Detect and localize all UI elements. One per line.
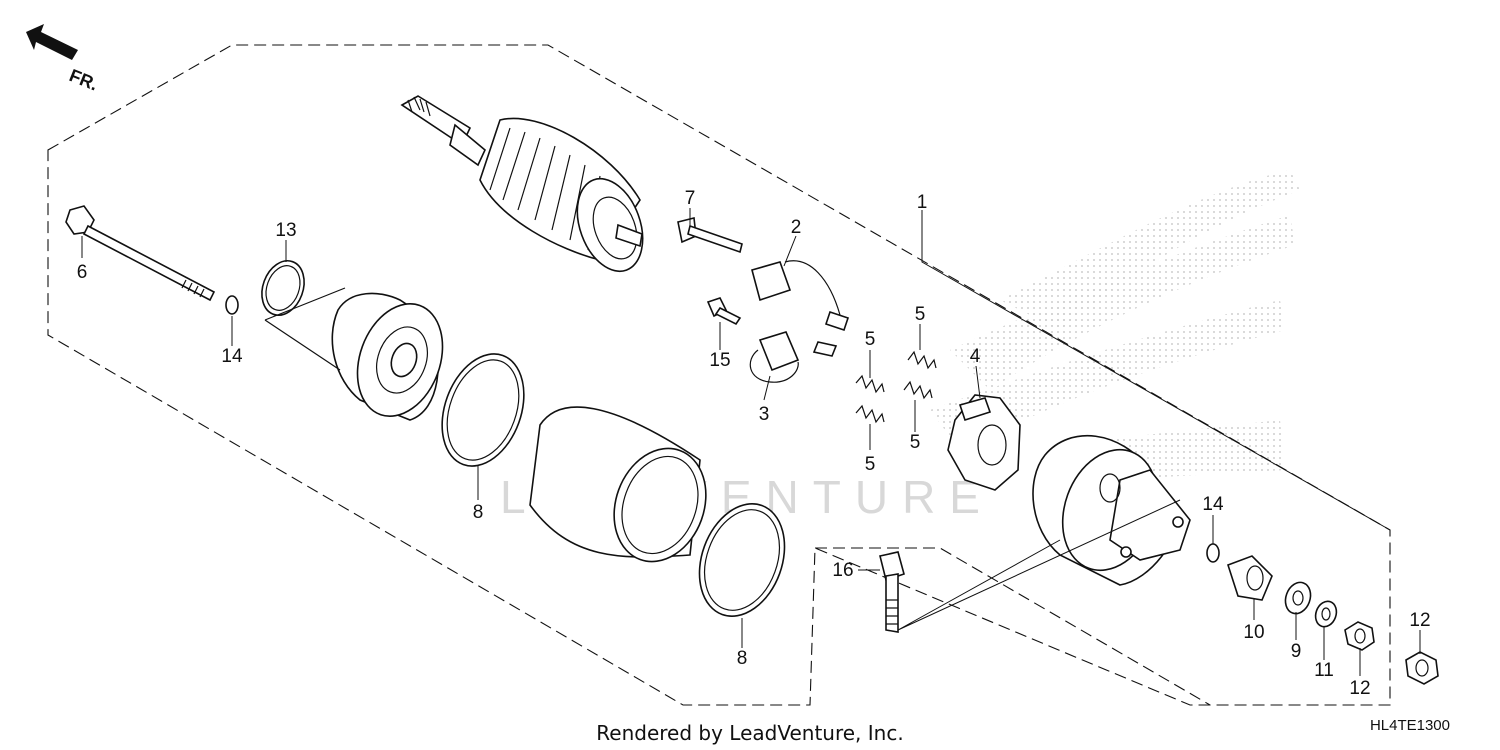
callout-3: 3: [759, 404, 770, 425]
callout-14b: 14: [1202, 494, 1224, 515]
through-bolt: [65, 205, 216, 302]
terminal-bolt: [677, 217, 743, 254]
callout-6: 6: [77, 262, 88, 283]
brush-spring-1: [855, 374, 885, 394]
callout-5b: 5: [865, 329, 876, 350]
callout-16: 16: [832, 560, 853, 581]
o-ring-small: [261, 260, 305, 316]
washer-left: [225, 295, 239, 315]
callout-5a: 5: [915, 304, 926, 325]
terminal-nut-1: [1344, 621, 1375, 651]
fr-label: FR.: [67, 65, 101, 94]
callout-7: 7: [685, 188, 696, 209]
rendered-by-credit: Rendered by LeadVenture, Inc.: [596, 721, 903, 745]
callout-5c: 5: [910, 432, 921, 453]
brush-spring-2: [855, 404, 885, 424]
brand-wing-watermark: [930, 170, 1300, 480]
callout-8a: 8: [473, 502, 484, 523]
callout-13: 13: [275, 220, 296, 241]
callout-15: 15: [709, 350, 730, 371]
spring-washer: [1314, 600, 1338, 628]
o-ring-large-left: [441, 353, 525, 467]
callout-10: 10: [1243, 622, 1264, 643]
washer-right: [1206, 543, 1220, 563]
terminal-insulator: [1227, 555, 1273, 601]
rear-cover: [1032, 434, 1191, 586]
terminal-washer: [1284, 581, 1312, 615]
callout-12b: 12: [1349, 678, 1370, 699]
diagram-code: HL4TE1300: [1370, 717, 1450, 734]
brush-spring-3: [907, 350, 937, 370]
brush-set-lower: [749, 331, 838, 383]
callout-2: 2: [791, 217, 802, 238]
leader-lines: [81, 208, 1421, 676]
o-ring-large-right: [698, 503, 786, 617]
sub-assembly-outline: [815, 547, 1211, 706]
brush-set-upper: [751, 260, 850, 332]
callout-4: 4: [970, 346, 981, 367]
front-direction-marker: FR.: [26, 24, 101, 95]
brush-screw: [706, 297, 742, 326]
yoke-housing: [529, 406, 707, 563]
callout-9: 9: [1291, 641, 1302, 662]
callout-8b: 8: [737, 648, 748, 669]
terminal-nut-2: [1405, 651, 1439, 685]
front-cover: [264, 287, 444, 421]
callout-11: 11: [1314, 660, 1334, 681]
brush-holder-plate: [947, 394, 1021, 491]
callout-labels: 1 2 3 4 5 5 5 5 6 7 8 8 9 10 11 12 12 13…: [77, 188, 1431, 699]
callout-12a: 12: [1409, 610, 1430, 631]
callout-5d: 5: [865, 454, 876, 475]
armature: [400, 95, 644, 273]
brush-spring-4: [903, 380, 933, 400]
callout-1: 1: [917, 192, 928, 213]
assembly-outline: [47, 44, 1391, 706]
mounting-bolt: [879, 551, 905, 633]
callout-14a: 14: [221, 346, 243, 367]
